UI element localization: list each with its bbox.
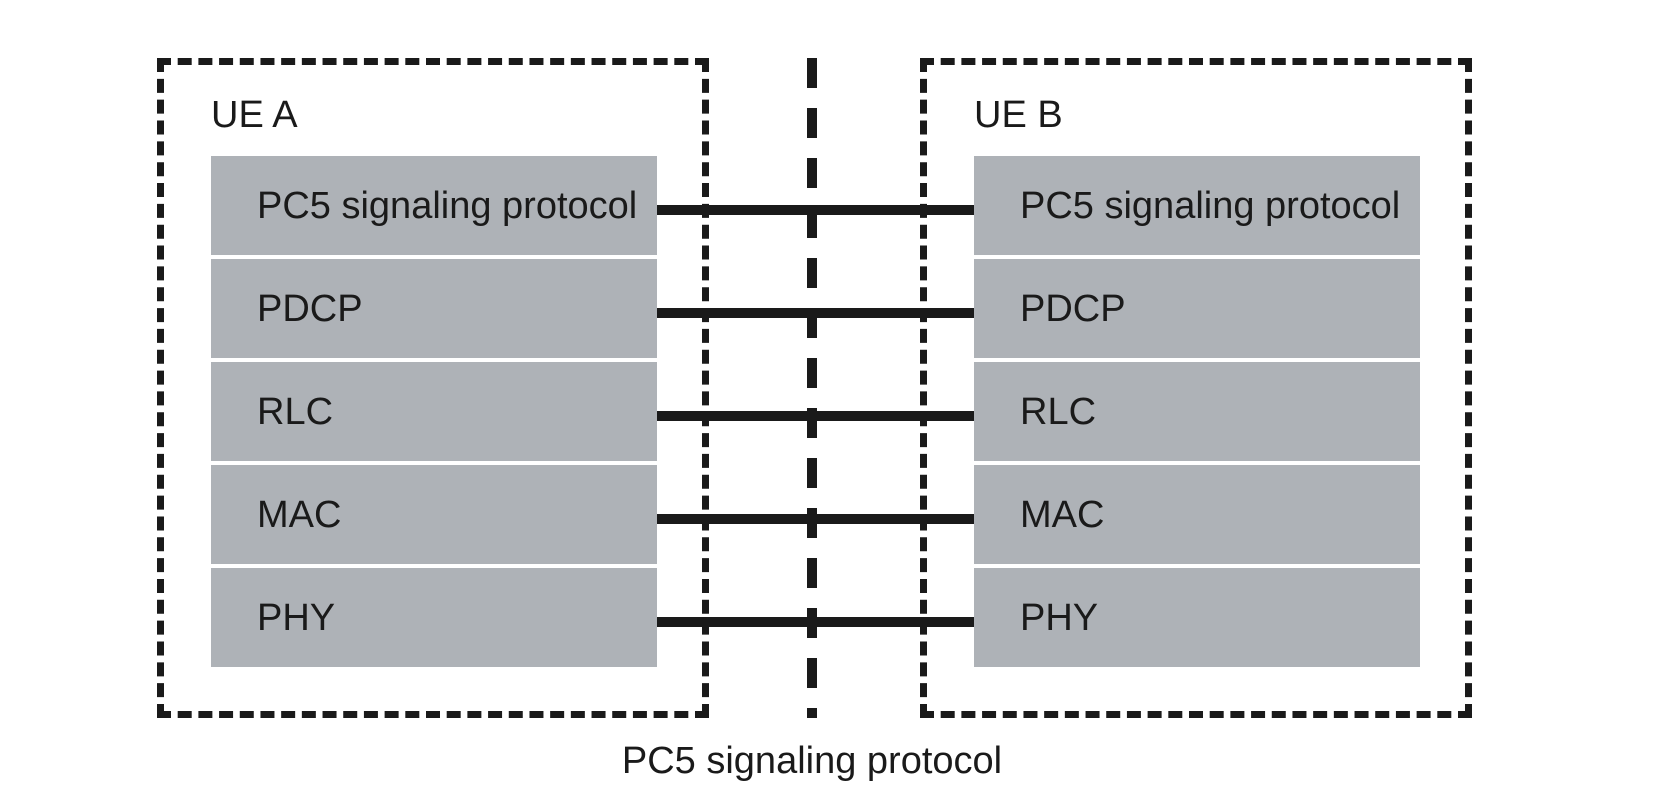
ue-a-title: UE A: [211, 94, 298, 136]
ue-b-layer-pc5-signaling: PC5 signaling protocol: [974, 156, 1420, 255]
ue-a-layer-pdcp: PDCP: [211, 259, 657, 358]
layer-label: RLC: [257, 391, 334, 433]
ue-b-boundary: [920, 58, 1472, 718]
ue-a-protocol-stack: PC5 signaling protocol PDCP RLC MAC PHY: [211, 156, 657, 667]
layer-label: PDCP: [1020, 288, 1126, 330]
layer-label: MAC: [257, 494, 342, 536]
layer-label: PHY: [257, 597, 336, 639]
layer-label: PC5 signaling protocol: [1020, 185, 1401, 227]
layer-label: PDCP: [257, 288, 363, 330]
ue-a-layer-rlc: RLC: [211, 362, 657, 461]
interface-caption: PC5 signaling protocol: [621, 740, 1003, 782]
peer-link-pdcp: [657, 308, 974, 318]
ue-b-title: UE B: [974, 94, 1063, 136]
peer-link-pc5-signaling: [657, 205, 974, 215]
ue-a-layer-mac: MAC: [211, 465, 657, 564]
layer-label: PC5 signaling protocol: [257, 185, 638, 227]
peer-link-mac: [657, 514, 974, 524]
ue-b-layer-rlc: RLC: [974, 362, 1420, 461]
ue-b-protocol-stack: PC5 signaling protocol PDCP RLC MAC PHY: [974, 156, 1420, 667]
ue-a-layer-pc5-signaling: PC5 signaling protocol: [211, 156, 657, 255]
ue-a-layer-phy: PHY: [211, 568, 657, 667]
peer-link-phy: [657, 617, 974, 627]
ue-b-layer-pdcp: PDCP: [974, 259, 1420, 358]
layer-label: MAC: [1020, 494, 1105, 536]
pc5-interface-divider: [807, 58, 817, 718]
layer-label: RLC: [1020, 391, 1097, 433]
peer-link-rlc: [657, 411, 974, 421]
ue-b-layer-mac: MAC: [974, 465, 1420, 564]
ue-b-layer-phy: PHY: [974, 568, 1420, 667]
layer-label: PHY: [1020, 597, 1099, 639]
ue-a-boundary: [157, 58, 709, 718]
